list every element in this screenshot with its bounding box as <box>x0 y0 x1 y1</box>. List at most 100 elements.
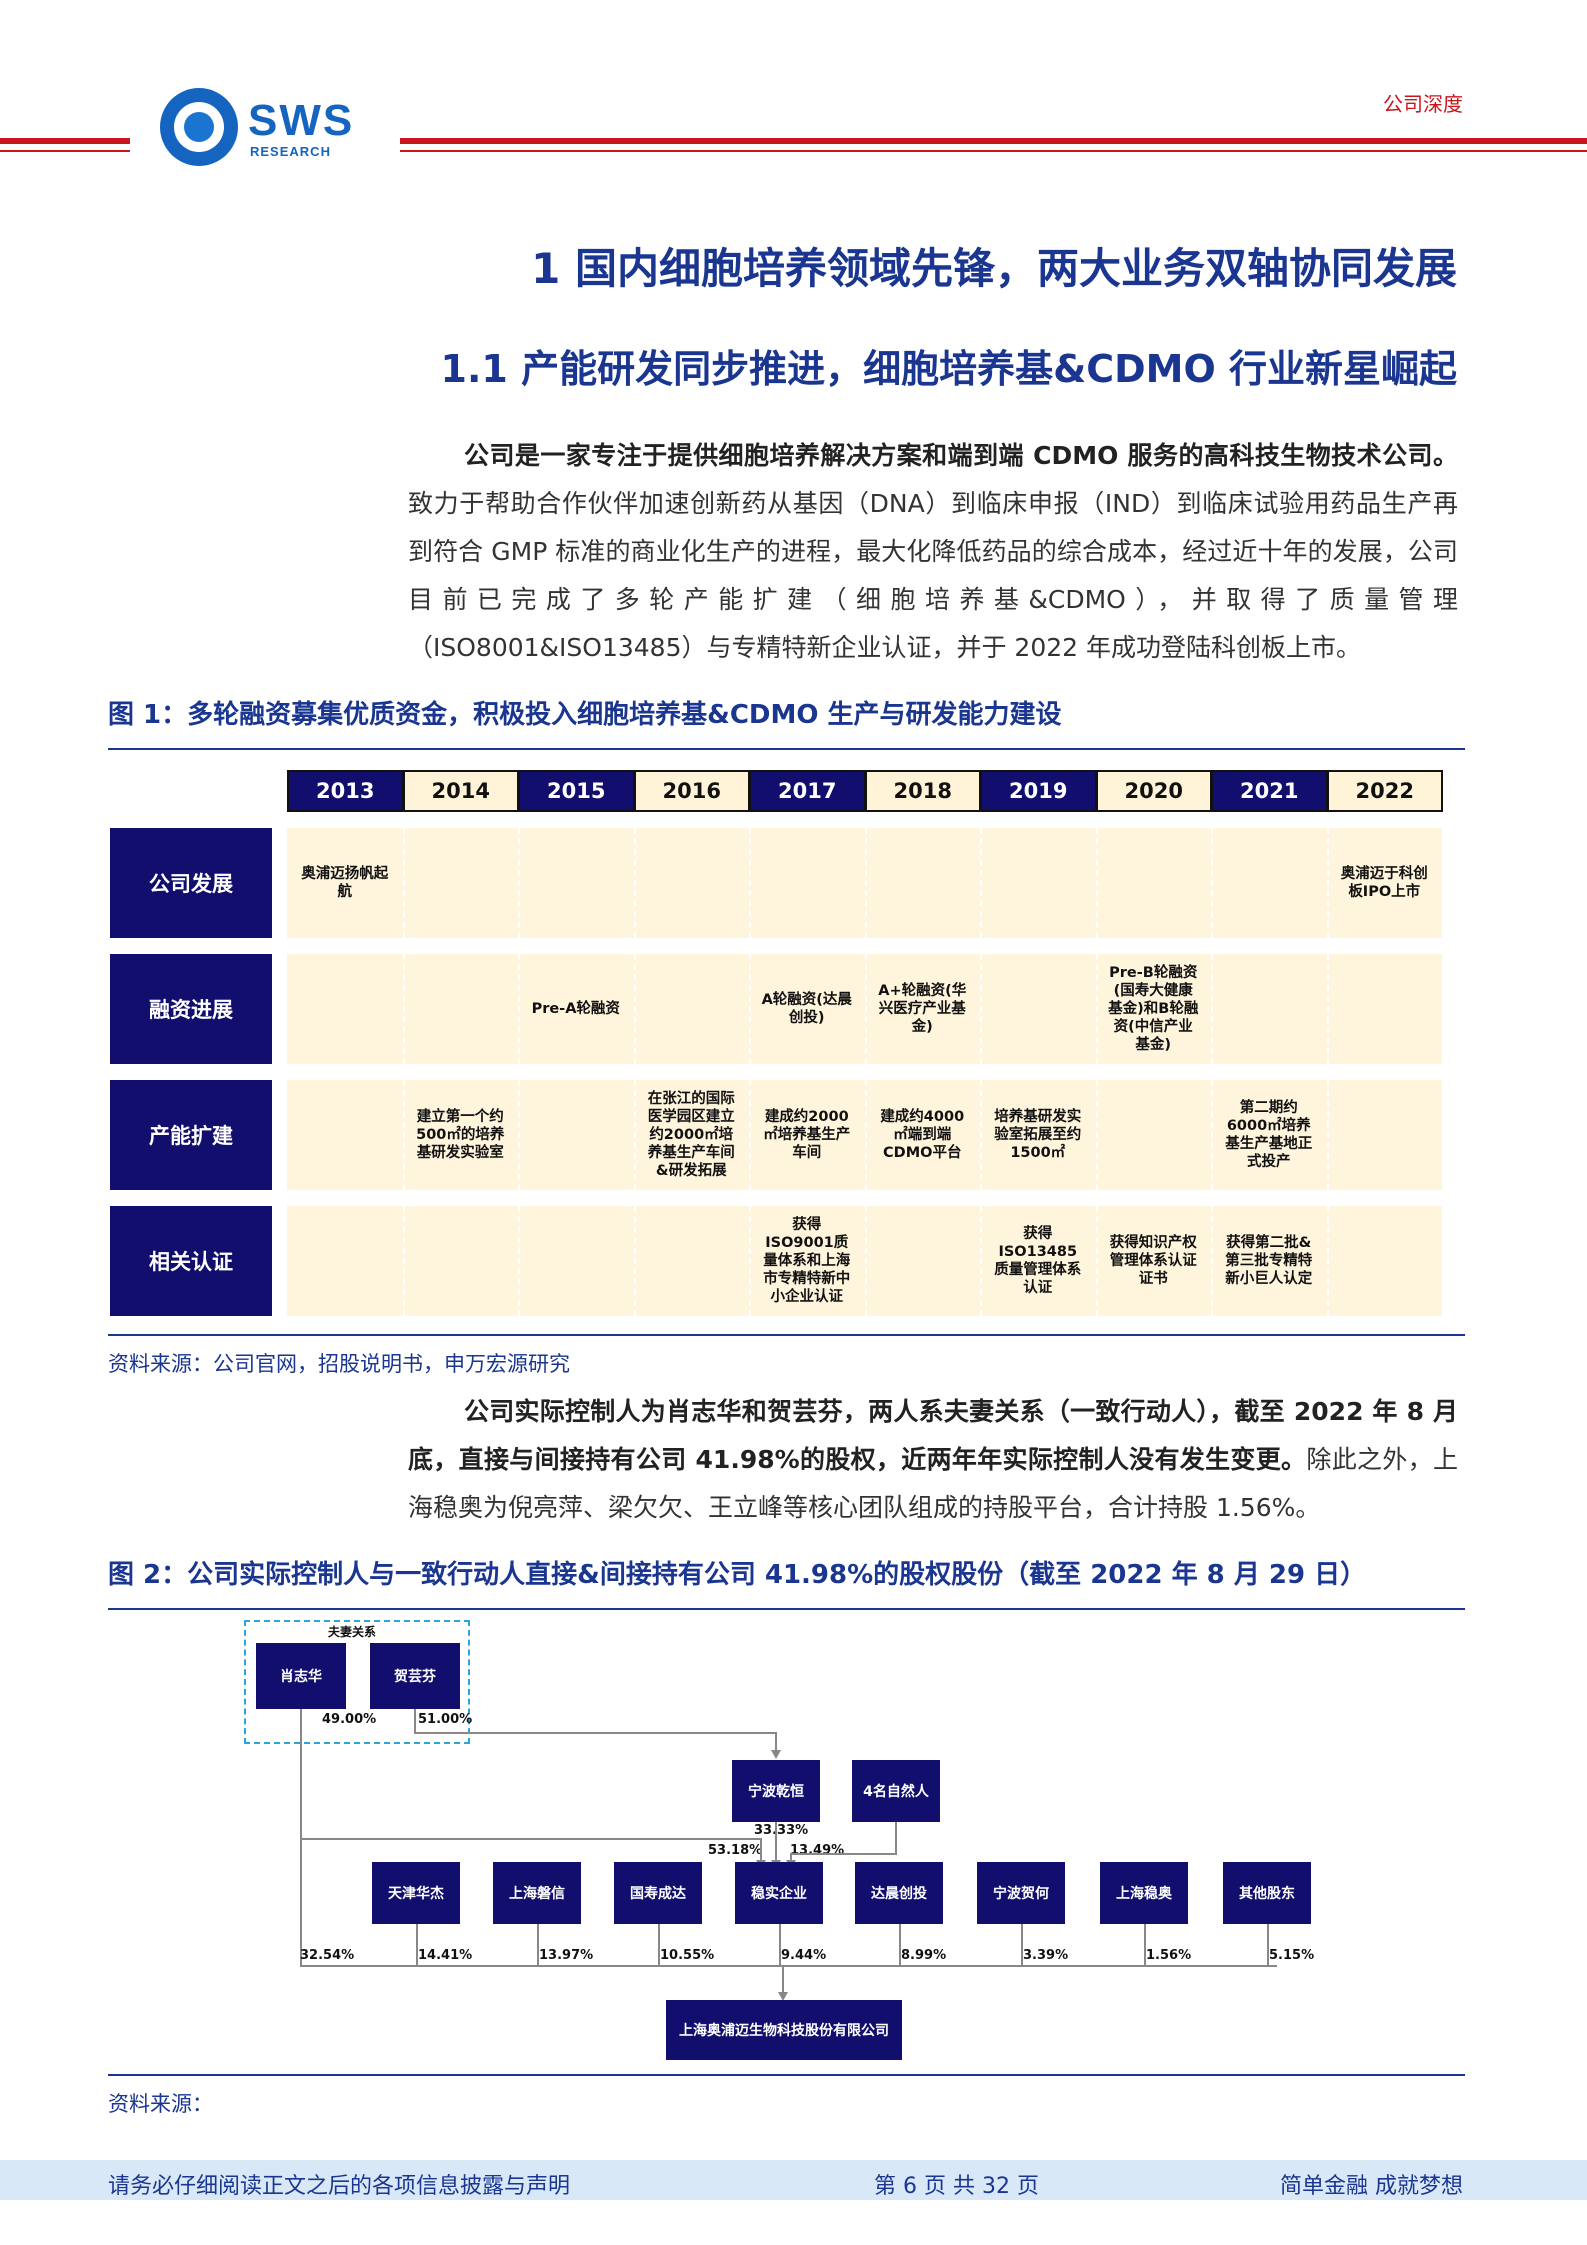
timeline-divider <box>518 954 520 1064</box>
timeline-divider <box>1326 954 1329 1064</box>
line-holders-bus <box>300 1965 1277 1967</box>
timeline-cell <box>518 1206 634 1316</box>
shareholder-line <box>658 1924 660 1966</box>
timeline-divider <box>633 1080 636 1190</box>
timeline-divider <box>518 828 520 938</box>
timeline-divider <box>749 1206 751 1316</box>
arrow-to-ningbo <box>771 1750 781 1759</box>
timeline-row-label: 产能扩建 <box>110 1080 272 1190</box>
shareholder-box: 天津华杰 <box>372 1862 460 1924</box>
section-title: 1 国内细胞培养领域先锋，两大业务双轴协同发展 <box>531 244 1457 293</box>
shareholder-four-natural-persons: 4名自然人 <box>852 1760 940 1822</box>
paragraph-1-bold: 公司是一家专注于提供细胞培养解决方案和端到端 CDMO 服务的高科技生物技术公司… <box>464 441 1458 470</box>
timeline-divider <box>864 954 867 1064</box>
shareholder-box: 达晨创投 <box>855 1862 943 1924</box>
paragraph-1: 公司是一家专注于提供细胞培养解决方案和端到端 CDMO 服务的高科技生物技术公司… <box>408 432 1458 672</box>
line-xiao-down <box>300 1709 302 1839</box>
timeline-cell: A轮融资(达晨创投) <box>761 992 852 1026</box>
logo-subtext: RESEARCH <box>250 144 331 159</box>
shareholder-ningbo-qianheng: 宁波乾恒 <box>732 1760 820 1822</box>
line-couple-to-ningbo <box>775 1732 777 1752</box>
timeline-divider <box>1095 1206 1098 1316</box>
shareholder-line <box>1267 1924 1269 1966</box>
year-header: 2014 <box>402 770 519 812</box>
timeline-divider <box>749 954 751 1064</box>
timeline-divider <box>749 1080 751 1190</box>
shareholder-pct: 5.15% <box>1269 1948 1315 1963</box>
timeline-divider <box>1326 1206 1329 1316</box>
timeline-divider <box>402 1080 405 1190</box>
timeline-divider <box>1095 828 1098 938</box>
timeline-divider <box>402 828 405 938</box>
timeline-cell <box>634 1206 750 1316</box>
figure-1-top-rule <box>108 748 1465 750</box>
timeline-divider <box>864 828 867 938</box>
timeline-divider <box>864 1080 867 1190</box>
timeline-divider <box>1326 1080 1329 1190</box>
line-ningbo-to-wenshi <box>775 1822 777 1862</box>
timeline-cell <box>403 954 519 1064</box>
timeline-cell: 获得第二批&第三批专精特新小巨人认定 <box>1225 1235 1313 1287</box>
shareholder-he-yunfen: 贺芸芬 <box>370 1643 460 1709</box>
timeline-cell <box>1211 954 1327 1064</box>
footer-page-number: 第 6 页 共 32 页 <box>874 2174 1039 2199</box>
timeline-cell <box>749 828 865 938</box>
year-header: 2021 <box>1211 770 1328 812</box>
timeline-cell <box>980 828 1096 938</box>
figure-2-source: 资料来源： <box>108 2092 213 2116</box>
timeline-divider <box>980 954 982 1064</box>
shareholder-pct: 10.55% <box>660 1948 715 1963</box>
timeline-cell <box>980 954 1096 1064</box>
timeline-cell: Pre-A轮融资 <box>531 1001 620 1017</box>
timeline-divider <box>518 1080 520 1190</box>
timeline-cell: 第二期约6000㎡培养基生产基地正式投产 <box>1225 1100 1313 1170</box>
year-header: 2015 <box>518 770 635 812</box>
paragraph-2: 公司实际控制人为肖志华和贺芸芬，两人系夫妻关系（一致行动人），截至 2022 年… <box>408 1388 1458 1532</box>
shareholder-box: 宁波贺何 <box>977 1862 1065 1924</box>
timeline-divider <box>1326 828 1329 938</box>
line-xiao-to-wenshi <box>300 1838 760 1840</box>
timeline-cell: 奥浦迈扬帆起航 <box>301 866 389 900</box>
shareholder-line <box>416 1924 418 1966</box>
shareholder-box: 上海稳奥 <box>1100 1862 1188 1924</box>
shareholder-pct: 13.97% <box>539 1948 594 1963</box>
shareholder-box: 其他股东 <box>1223 1862 1311 1924</box>
timeline-row-label: 相关认证 <box>110 1206 272 1316</box>
line-xiao-wenshi-drop <box>760 1838 762 1862</box>
company-box: 上海奥浦迈生物科技股份有限公司 <box>666 2000 902 2060</box>
figure-1-bottom-rule <box>108 1334 1465 1336</box>
timeline-cell: 获得ISO13485质量管理体系认证 <box>994 1226 1082 1296</box>
footer-slogan: 简单金融 成就梦想 <box>1280 2174 1463 2199</box>
line-xiao-direct <box>300 1840 302 1966</box>
timeline-cell <box>518 828 634 938</box>
timeline-cell: 培养基研发实验室拓展至约1500㎡ <box>994 1109 1082 1161</box>
timeline-divider <box>980 1080 982 1190</box>
timeline-cell: 获得知识产权管理体系认证证书 <box>1109 1235 1197 1287</box>
timeline-cell <box>287 1080 403 1190</box>
footer-band <box>0 2160 1587 2200</box>
year-header: 2022 <box>1326 770 1443 812</box>
line-natural-down <box>895 1822 897 1854</box>
timeline-divider <box>1211 1206 1213 1316</box>
timeline-cell <box>518 1080 634 1190</box>
timeline-divider <box>1211 954 1213 1064</box>
timeline-divider <box>749 828 751 938</box>
pct-xiao-direct: 32.54% <box>300 1948 355 1963</box>
timeline-divider <box>402 1206 405 1316</box>
shareholder-box: 国寿成达 <box>614 1862 702 1924</box>
year-header: 2018 <box>864 770 981 812</box>
paragraph-2-text: 除此之外，上海稳奥为倪亮萍、梁欠欠、王立峰等核心团队组成的持股平台，合计持股 1… <box>408 1445 1458 1522</box>
timeline-divider <box>980 1206 982 1316</box>
timeline-cell <box>865 828 981 938</box>
shareholder-pct: 1.56% <box>1146 1948 1192 1963</box>
timeline-cell: 在张江的国际医学园区建立约2000㎡培养基生产车间&研发拓展 <box>647 1091 735 1179</box>
figure-1-title: 图 1：多轮融资募集优质资金，积极投入细胞培养基&CDMO 生产与研发能力建设 <box>108 700 1062 730</box>
pct-natural-wenshi: 13.49% <box>790 1843 845 1858</box>
timeline-divider <box>864 1206 867 1316</box>
shareholder-pct: 8.99% <box>901 1948 947 1963</box>
arrow-to-company <box>778 1992 788 2001</box>
shareholder-box: 稳实企业 <box>735 1862 823 1924</box>
timeline-cell <box>865 1206 981 1316</box>
line-to-company <box>782 1965 784 1995</box>
figure-2-bottom-rule <box>108 2074 1465 2076</box>
